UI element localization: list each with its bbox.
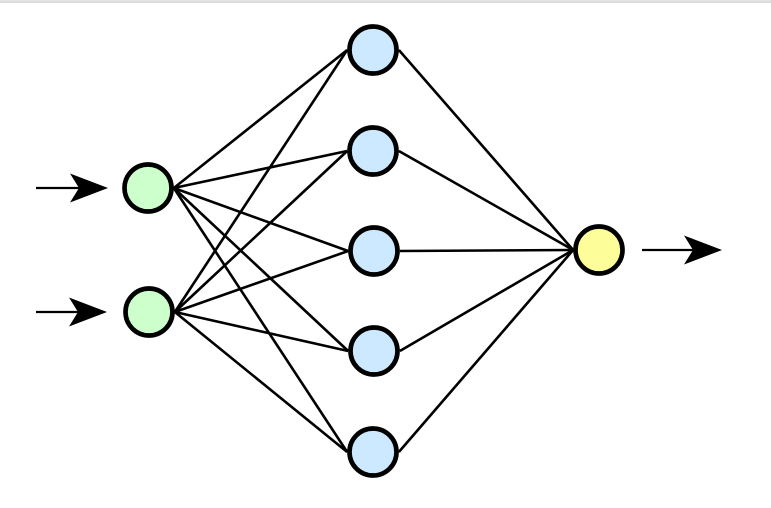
edge-i2-h3 [174, 249, 349, 314]
hidden-node-1 [347, 24, 399, 76]
hidden-node-4 [348, 325, 400, 377]
edge-h5-o1 [397, 249, 575, 453]
input-node-2 [123, 286, 175, 338]
edge-i2-h2 [173, 150, 349, 313]
hidden-node-3 [348, 225, 400, 277]
edge-h2-o1 [398, 149, 574, 252]
output-arrow-head [684, 235, 722, 265]
input-arrow-2-head [69, 297, 107, 327]
edge-i1-h2 [173, 149, 348, 190]
edge-i1-h4 [172, 187, 350, 352]
input-arrow-1-head [70, 173, 108, 203]
hidden-node-2 [347, 125, 399, 177]
edge-i2-h4 [174, 310, 349, 353]
edge-i1-h5 [172, 187, 349, 453]
edge-h1-o1 [397, 49, 575, 251]
edge-h4-o1 [399, 248, 574, 353]
input-node-1 [122, 162, 174, 214]
edge-i2-h5 [174, 310, 348, 454]
edge-h3-o1 [399, 248, 574, 253]
edge-i2-h1 [173, 49, 349, 313]
edge-i1-h1 [173, 48, 348, 190]
window-top-edge [0, 0, 771, 3]
output-node-1 [573, 224, 625, 276]
hidden-node-5 [347, 426, 399, 478]
edge-i1-h3 [173, 186, 349, 253]
